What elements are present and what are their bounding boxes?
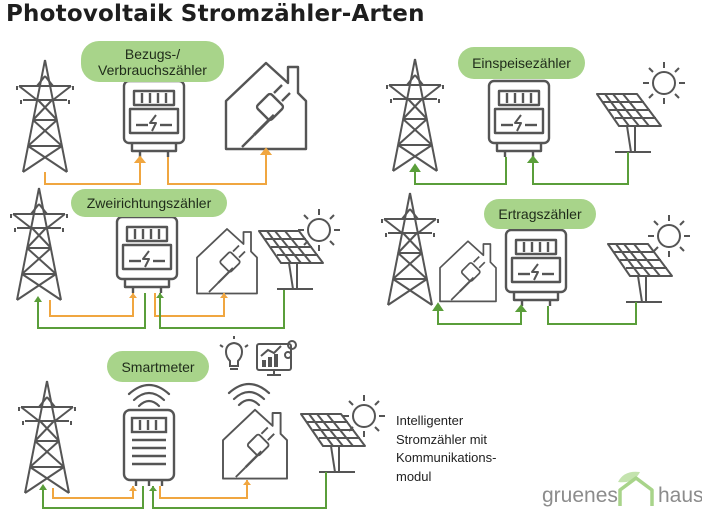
power-pylon-icon xyxy=(18,380,76,494)
label-line: Bezugs-/ xyxy=(124,45,181,62)
house-plug-icon xyxy=(221,408,289,480)
power-pylon-icon xyxy=(381,192,439,306)
electricity-meter-icon xyxy=(504,228,568,308)
description-line: modul xyxy=(396,468,432,484)
connection-lines xyxy=(432,302,637,325)
monitor-chart-icon xyxy=(256,340,297,376)
page-title: Photovoltaik Stromzähler-Arten xyxy=(6,1,425,27)
sun-icon xyxy=(647,214,691,258)
description-line: Kommunikations- xyxy=(396,450,497,465)
logo-text-part2: haus xyxy=(658,484,702,507)
label-zweirichtungszaehler: Zweirichtungszähler xyxy=(71,189,227,217)
house-leaf-icon xyxy=(618,471,654,506)
house-plug-icon xyxy=(438,240,498,303)
sun-icon xyxy=(342,394,386,438)
wifi-signal-icon xyxy=(127,383,171,408)
connection-lines xyxy=(409,152,629,185)
sun-icon xyxy=(297,208,341,252)
wifi-signal-icon xyxy=(227,382,271,407)
label-ertragszaehler: Ertragszähler xyxy=(484,199,596,229)
electricity-meter-icon xyxy=(487,79,551,159)
electricity-meter-icon xyxy=(115,215,179,295)
description-line: Stromzähler mit xyxy=(396,431,488,447)
lightbulb-icon xyxy=(219,336,249,370)
power-pylon-icon xyxy=(16,59,74,173)
house-plug-icon xyxy=(195,227,259,295)
electricity-meter-icon xyxy=(122,79,186,159)
connection-lines xyxy=(34,290,285,329)
brand-logo: gruenes haus xyxy=(542,470,702,510)
connection-lines xyxy=(39,472,327,509)
solar-panel-icon xyxy=(607,243,673,303)
logo-text-part1: gruenes xyxy=(542,484,618,507)
label-smartmeter: Smartmeter xyxy=(107,351,209,382)
label-einspeisezaehler: Einspeisezähler xyxy=(458,47,585,79)
house-plug-icon xyxy=(224,61,308,151)
sun-icon xyxy=(642,61,686,105)
connection-lines xyxy=(44,147,273,185)
label-line: Verbrauchszähler xyxy=(98,61,207,78)
power-pylon-icon xyxy=(386,58,444,172)
power-pylon-icon xyxy=(10,187,68,301)
label-bezugs-verbrauchszaehler: Bezugs-/ Verbrauchszähler xyxy=(81,41,224,82)
description-line: Intelligenter xyxy=(396,413,464,428)
smartmeter-description: Intelligenter Stromzähler mit Kommunikat… xyxy=(396,412,536,486)
smart-meter-icon xyxy=(122,408,176,486)
solar-panel-icon xyxy=(596,93,662,153)
